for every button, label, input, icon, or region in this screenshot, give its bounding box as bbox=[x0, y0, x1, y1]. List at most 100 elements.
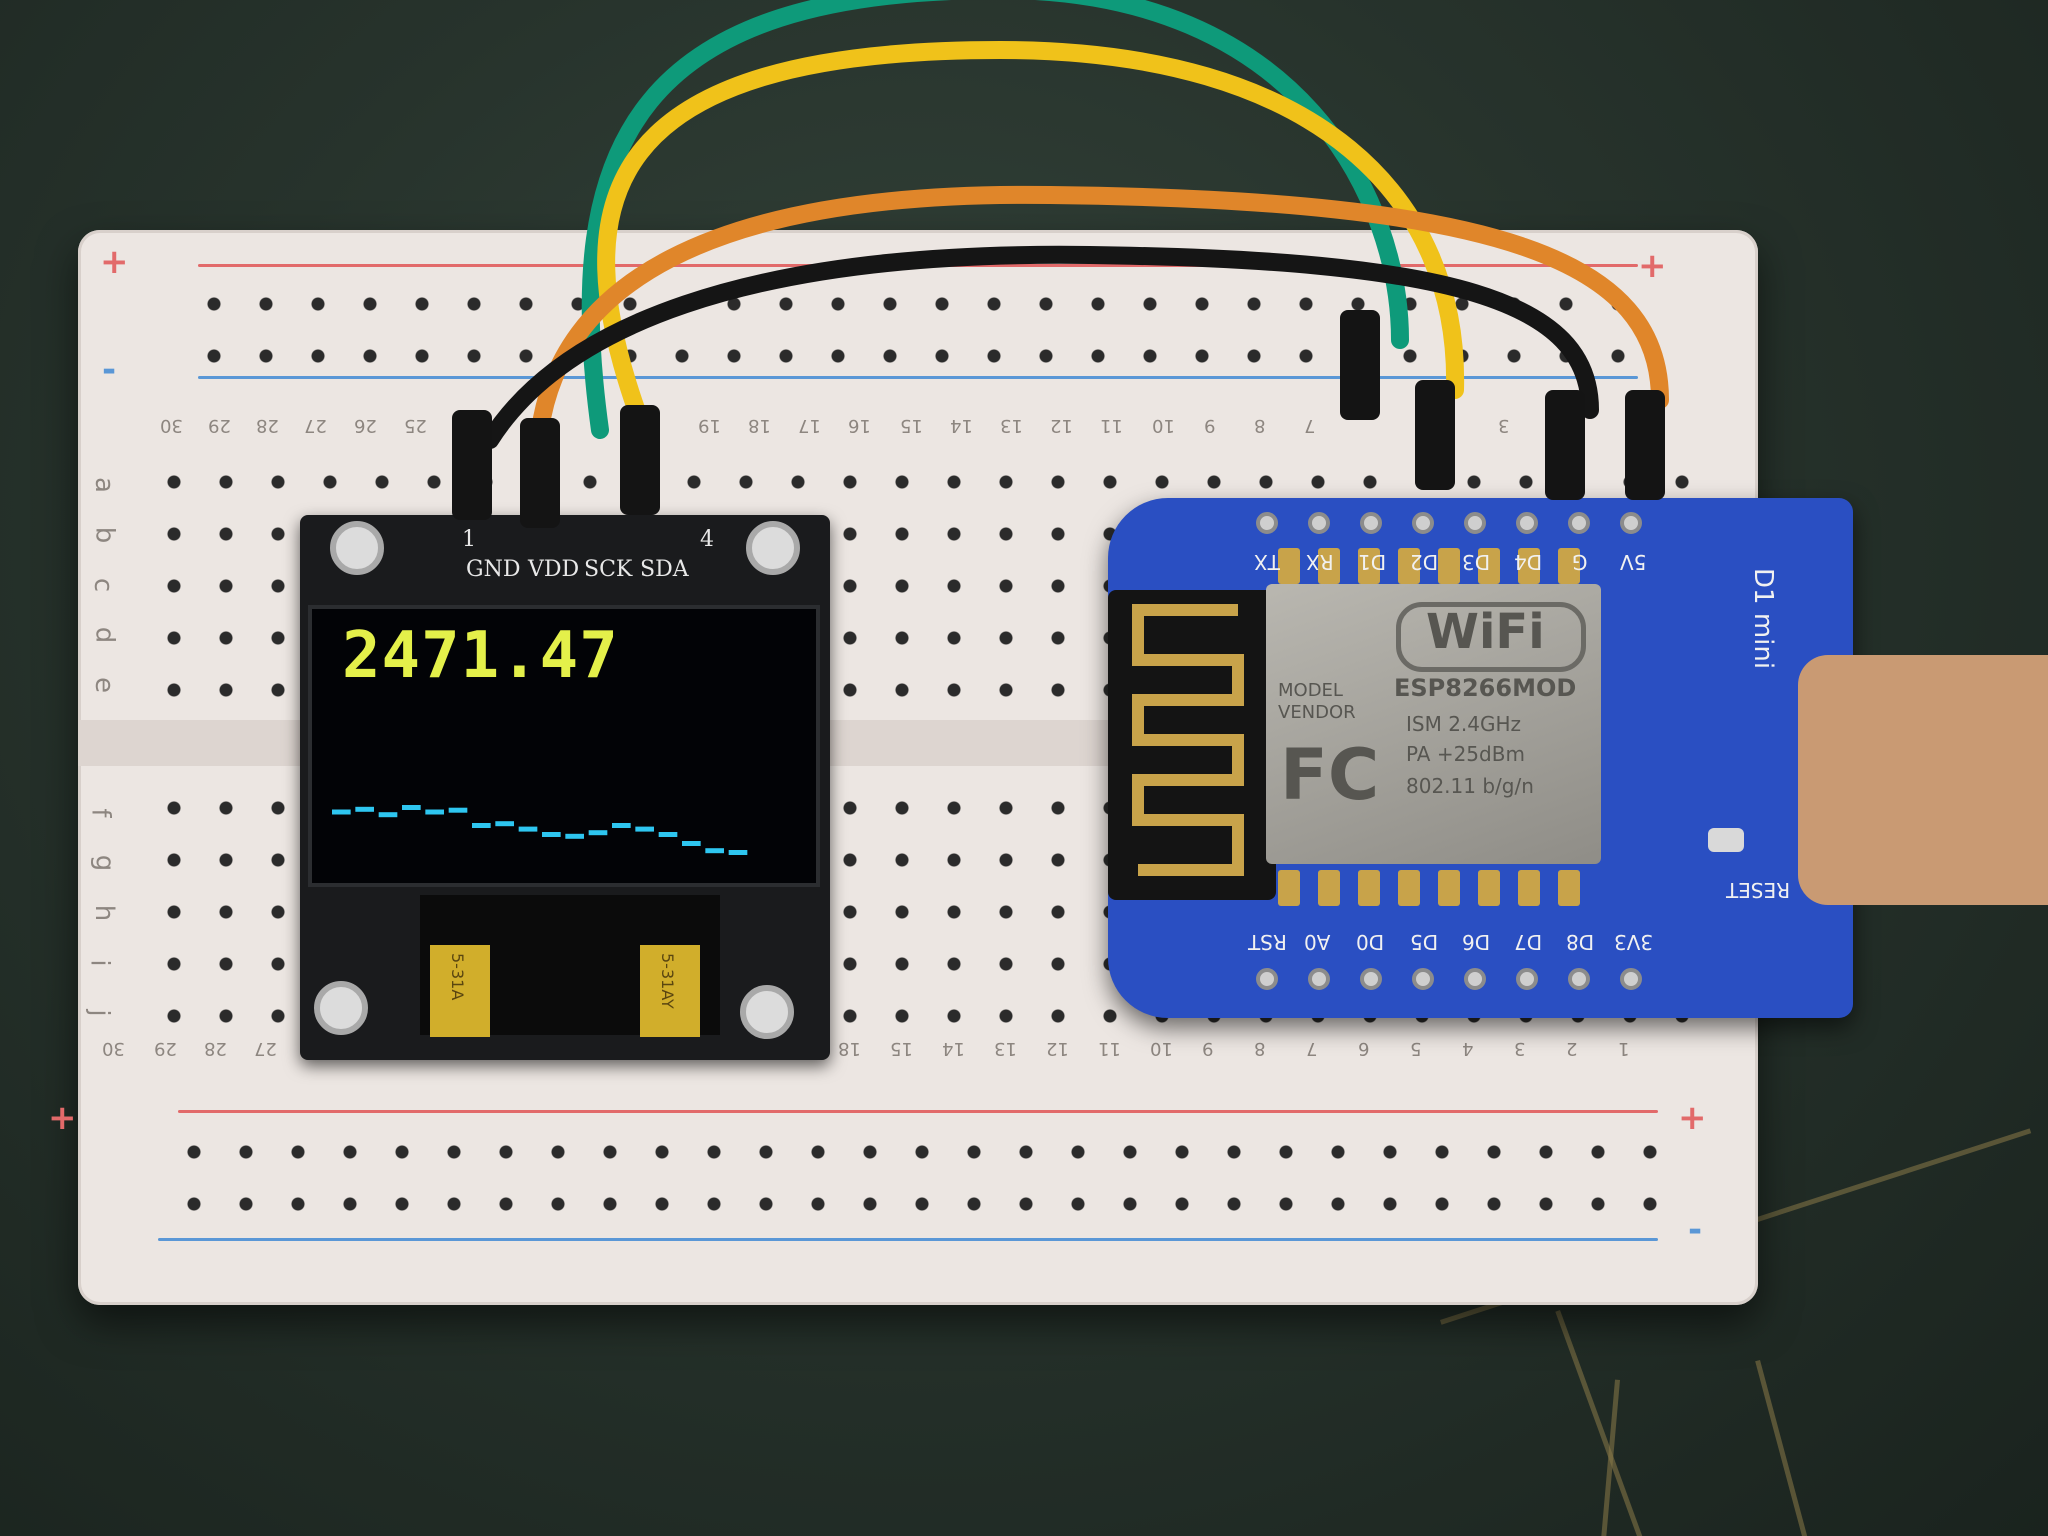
fcc-logo-text: FC bbox=[1280, 734, 1380, 816]
solder-pad bbox=[1398, 548, 1420, 584]
pin-number-label: 1 bbox=[462, 527, 476, 552]
wifi-logo-text: WiFi bbox=[1426, 604, 1545, 660]
pin-label-vdd: VDD bbox=[528, 557, 580, 582]
shield-module-name: ESP8266MOD bbox=[1394, 674, 1577, 702]
shield-vendor-label: VENDOR bbox=[1278, 702, 1356, 723]
antenna-trace-icon bbox=[1132, 604, 1244, 876]
graph-segment bbox=[448, 807, 468, 813]
graph-segment bbox=[635, 826, 654, 832]
graph-segment bbox=[518, 826, 538, 832]
oled-screen: 2471.47 bbox=[308, 605, 820, 887]
oled-module: 1 4 GND VDD SCK SDA 2471.47 5-31A 5-31AY bbox=[300, 515, 830, 1060]
top-left-plus-sign: + bbox=[100, 242, 129, 282]
header-pin bbox=[1412, 512, 1434, 534]
solder-pad bbox=[1558, 870, 1580, 906]
header-pin bbox=[1516, 512, 1538, 534]
pin-label-gnd: GND bbox=[466, 557, 521, 582]
header-pin bbox=[1360, 968, 1382, 990]
graph-segment bbox=[495, 821, 514, 827]
bottom-left-plus-sign: + bbox=[48, 1098, 77, 1138]
solder-pad bbox=[1278, 548, 1300, 584]
top-negative-rail-line bbox=[198, 376, 1638, 379]
graph-segment bbox=[355, 806, 374, 812]
graph-segment bbox=[682, 841, 701, 846]
header-pin bbox=[1620, 968, 1642, 990]
pin-label-sck: SCK bbox=[584, 557, 633, 582]
jumper-header-orange-esp bbox=[1625, 390, 1665, 500]
shield-power: PA +25dBm bbox=[1406, 742, 1525, 766]
flex-cable-label: 5-31A bbox=[448, 953, 467, 1001]
graph-segment bbox=[565, 833, 584, 839]
bottom-right-minus-sign: - bbox=[1688, 1210, 1703, 1250]
pin-label-sda: SDA bbox=[640, 557, 689, 582]
header-pin bbox=[1620, 512, 1642, 534]
header-pin bbox=[1308, 968, 1330, 990]
mounting-hole bbox=[330, 521, 384, 575]
shield-frequency: ISM 2.4GHz bbox=[1406, 712, 1522, 736]
shield-protocol: 802.11 b/g/n bbox=[1406, 774, 1534, 798]
solder-pad bbox=[1518, 548, 1540, 584]
graph-segment bbox=[705, 848, 724, 854]
shield-model-label: MODEL bbox=[1278, 680, 1343, 701]
solder-pad bbox=[1358, 870, 1380, 906]
solder-pad bbox=[1278, 870, 1300, 906]
orange-jumper-wire bbox=[531, 185, 1669, 439]
header-pin bbox=[1360, 512, 1382, 534]
solder-pad bbox=[1318, 548, 1340, 584]
solder-pad bbox=[1478, 870, 1500, 906]
header-pin bbox=[1308, 512, 1330, 534]
black-jumper-wire bbox=[481, 245, 1599, 449]
header-pin bbox=[1464, 512, 1486, 534]
flex-cable-left: 5-31A bbox=[430, 945, 490, 1037]
usb-cable-connector bbox=[1798, 655, 2048, 905]
header-pin bbox=[1256, 512, 1278, 534]
esp8266-shield: WiFi MODEL VENDOR ESP8266MOD ISM 2.4GHz … bbox=[1266, 584, 1601, 864]
oled-bar-graph bbox=[332, 805, 748, 855]
graph-segment bbox=[472, 823, 491, 828]
pin-number-label: 4 bbox=[700, 527, 714, 552]
jumper-header-black-esp bbox=[1545, 390, 1585, 500]
header-pin bbox=[1568, 968, 1590, 990]
oled-reading-value: 2471.47 bbox=[342, 619, 619, 693]
solder-pad bbox=[1318, 870, 1340, 906]
bottom-rail-holes bbox=[168, 1126, 1668, 1230]
solder-pad bbox=[1518, 870, 1540, 906]
graph-segment bbox=[588, 830, 608, 836]
mounting-hole bbox=[740, 985, 794, 1039]
header-pin bbox=[1256, 968, 1278, 990]
graph-segment bbox=[378, 812, 398, 818]
graph-segment bbox=[332, 809, 351, 815]
bottom-positive-rail-line bbox=[178, 1110, 1658, 1113]
graph-segment bbox=[658, 832, 678, 837]
wifi-logo-icon bbox=[1396, 602, 1586, 672]
reset-button[interactable] bbox=[1708, 828, 1744, 852]
bottom-right-plus-sign: + bbox=[1678, 1098, 1707, 1138]
solder-pad bbox=[1358, 548, 1380, 584]
graph-segment bbox=[612, 823, 631, 828]
jumper-header-yellow-esp bbox=[1415, 380, 1455, 490]
graph-segment bbox=[402, 805, 421, 810]
jumper-header-yellow bbox=[620, 405, 660, 515]
jumper-header-green bbox=[1340, 310, 1380, 420]
header-pin bbox=[1516, 968, 1538, 990]
esp8266-d1-mini-board: WiFi MODEL VENDOR ESP8266MOD ISM 2.4GHz … bbox=[1108, 498, 1853, 1018]
mounting-hole bbox=[314, 981, 368, 1035]
board-name-label: D1 mini bbox=[1748, 568, 1778, 670]
graph-segment bbox=[425, 809, 444, 815]
solder-pad bbox=[1438, 548, 1460, 584]
solder-pad bbox=[1478, 548, 1500, 584]
header-pin bbox=[1464, 968, 1486, 990]
flex-cable-label: 5-31AY bbox=[658, 953, 677, 1009]
mounting-hole bbox=[746, 521, 800, 575]
bottom-negative-rail-line bbox=[158, 1238, 1658, 1241]
solder-pad bbox=[1398, 870, 1420, 906]
flex-cable-right: 5-31AY bbox=[640, 945, 700, 1037]
graph-segment bbox=[542, 832, 561, 837]
top-left-minus-sign: - bbox=[102, 350, 117, 390]
header-pin bbox=[1412, 968, 1434, 990]
header-pin bbox=[1568, 512, 1590, 534]
solder-pad bbox=[1558, 548, 1580, 584]
green-jumper-wire bbox=[581, 0, 1409, 439]
